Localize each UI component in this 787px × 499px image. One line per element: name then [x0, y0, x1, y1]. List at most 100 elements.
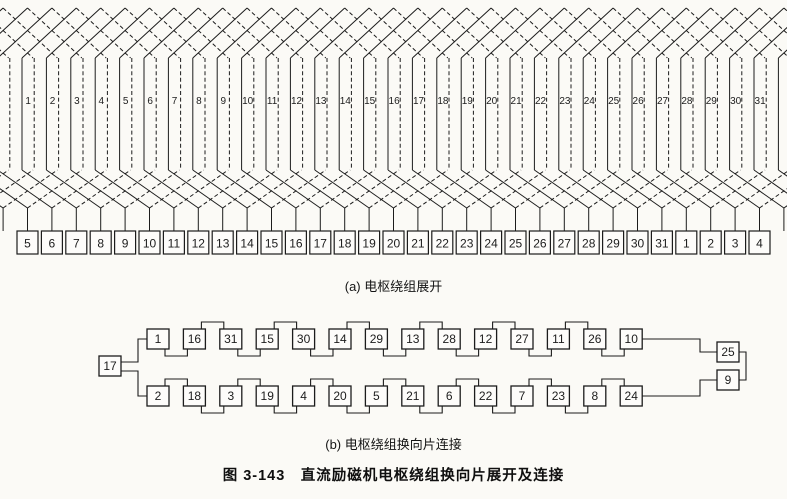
slot-number-backdrop	[23, 93, 33, 107]
end-winding-lower	[143, 169, 199, 209]
end-winding-upper	[685, 7, 741, 59]
commutator-bar-number: 2	[155, 389, 162, 403]
end-winding-lower	[686, 169, 741, 209]
connection-wire	[273, 406, 298, 414]
commutator-segment-box	[333, 230, 356, 255]
commutator-bar-number: 5	[373, 389, 380, 403]
commutator-segment-number: 14	[240, 237, 254, 251]
slot-number-backdrop	[584, 93, 595, 107]
end-winding-upper	[656, 7, 712, 59]
end-winding-lower	[344, 169, 400, 209]
commutator-segment-number: 4	[756, 237, 763, 251]
end-winding-lower	[582, 169, 638, 209]
slot-number: 11	[267, 96, 278, 107]
end-winding-lower	[27, 169, 83, 209]
end-winding-upper	[0, 49, 9, 59]
commutator-segment-number: 9	[122, 237, 129, 251]
end-winding-upper	[149, 7, 205, 59]
connection-wire	[528, 349, 552, 357]
end-winding-upper	[704, 7, 760, 59]
end-winding-lower	[222, 169, 278, 209]
connection-wire	[455, 378, 480, 386]
commutator-segment-number: 2	[707, 237, 714, 251]
commutator-segment-box	[455, 230, 478, 255]
connection-wire	[346, 406, 370, 414]
commutator-segment-number: 22	[436, 237, 450, 251]
commutator-segment-box	[528, 230, 552, 255]
end-winding-lower	[295, 169, 351, 209]
end-winding-upper	[563, 7, 619, 59]
end-winding-lower	[515, 169, 571, 209]
commutator-bar-box	[716, 369, 740, 391]
end-winding-upper	[734, 7, 787, 57]
end-winding-upper	[612, 7, 668, 59]
slot-number-backdrop	[755, 93, 765, 107]
commutator-segment-box	[138, 230, 161, 255]
connection-wire	[528, 378, 552, 386]
commutator-bar-number: 20	[333, 389, 347, 403]
end-winding-lower	[76, 169, 131, 209]
commutator-segment-number: 24	[484, 237, 498, 251]
connection-wire	[601, 349, 625, 357]
slot-number: 5	[123, 96, 129, 107]
end-winding-upper	[387, 7, 443, 59]
commutator-bar-box	[473, 328, 498, 350]
end-winding-lower	[124, 169, 180, 209]
commutator-segment-number: 3	[732, 237, 739, 251]
end-winding-upper	[710, 7, 766, 59]
end-winding-lower	[485, 169, 541, 209]
end-winding-lower	[759, 188, 787, 209]
commutator-bar-box	[401, 385, 425, 407]
end-winding-upper	[2, 7, 58, 59]
commutator-bar-box	[182, 328, 207, 350]
end-winding-lower	[363, 169, 419, 209]
slot-number-backdrop	[657, 93, 668, 107]
end-winding-lower	[564, 169, 619, 209]
commutator-bar-box	[219, 328, 243, 350]
commutator-segment-number: 26	[533, 237, 547, 251]
connection-wire	[642, 338, 717, 353]
commutator-bar-number: 21	[406, 389, 420, 403]
end-winding-upper	[490, 7, 546, 59]
end-winding-lower	[588, 169, 644, 209]
connection-wire	[492, 406, 516, 414]
end-winding-lower	[70, 169, 126, 209]
slot-number: 1	[25, 96, 31, 107]
commutator-bar-number: 18	[188, 389, 202, 403]
connection-wire	[419, 321, 443, 329]
commutator-bar-box	[401, 328, 425, 350]
connection-wire	[200, 406, 225, 414]
commutator-segment-box	[723, 230, 747, 255]
slot-number-backdrop	[169, 93, 180, 107]
slot-number: 20	[486, 96, 498, 107]
slot-number-backdrop	[316, 93, 326, 107]
commutator-bar-box	[437, 328, 461, 350]
slot-number-backdrop	[120, 93, 131, 107]
slot-number-backdrop	[535, 93, 546, 107]
commutator-bar-box	[364, 328, 389, 350]
connection-wire	[346, 321, 370, 329]
end-winding-lower	[51, 169, 107, 209]
slot-number: 10	[242, 96, 254, 107]
end-winding-lower	[0, 188, 28, 209]
end-winding-lower	[0, 169, 9, 177]
end-winding-upper	[314, 7, 370, 59]
end-winding-lower	[368, 169, 424, 209]
end-winding-upper	[290, 7, 346, 59]
commutator-segment-box	[40, 230, 64, 255]
commutator-segment-box	[601, 230, 625, 255]
slot-number: 22	[535, 96, 547, 107]
slot-number: 6	[147, 96, 153, 107]
end-winding-lower	[436, 169, 492, 209]
commutator-bar-number: 26	[588, 332, 602, 346]
end-winding-lower	[534, 169, 589, 209]
slot-number-backdrop	[633, 93, 643, 107]
commutator-segment-box	[187, 230, 210, 255]
end-winding-lower	[466, 169, 522, 209]
slot-number-backdrop	[486, 93, 497, 107]
commutator-bar-number: 28	[443, 332, 457, 346]
end-winding-lower	[509, 169, 565, 209]
commutator-bar-box	[583, 328, 607, 350]
commutator-segment-box	[382, 230, 405, 255]
connection-wire	[310, 349, 334, 357]
